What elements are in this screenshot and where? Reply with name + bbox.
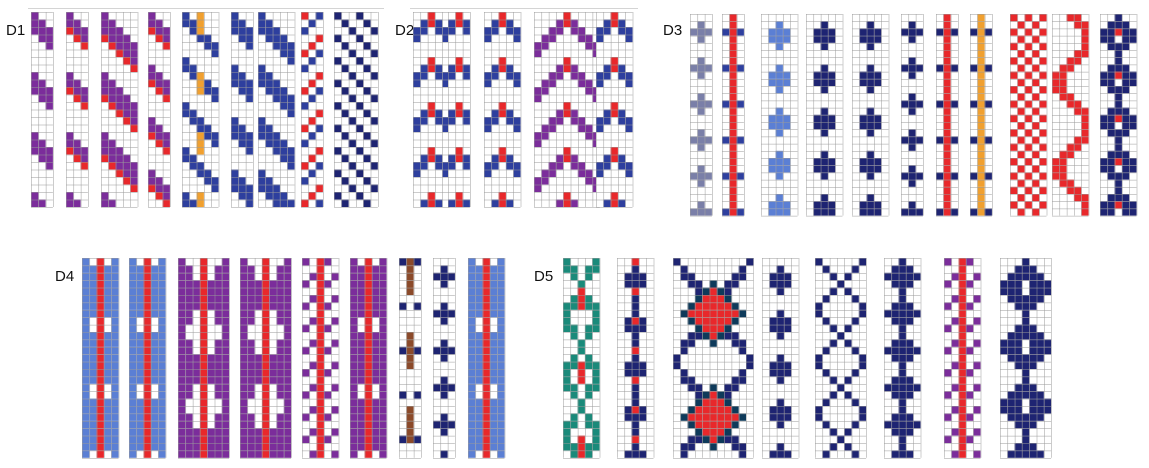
d1-pattern-7 <box>258 12 296 208</box>
group-label: D2 <box>395 22 414 39</box>
d3-pattern-4 <box>806 14 844 217</box>
top-rule <box>28 8 384 9</box>
d5-pattern-6 <box>884 258 922 459</box>
d3-pattern-3 <box>761 14 799 217</box>
d4-pattern-9 <box>468 258 506 459</box>
d5-pattern-3 <box>673 258 754 459</box>
d3-pattern-5 <box>852 14 890 217</box>
group-label: D3 <box>663 22 682 39</box>
d3-pattern-6 <box>901 14 924 217</box>
d3-pattern-8 <box>970 14 993 217</box>
d5-pattern-8 <box>1000 258 1052 459</box>
d4-pattern-3 <box>178 258 230 459</box>
group-label: D1 <box>6 22 25 39</box>
group-label: D4 <box>55 268 74 285</box>
d5-pattern-5 <box>815 258 867 459</box>
d5-pattern-7 <box>944 258 982 459</box>
d4-pattern-5 <box>302 258 340 459</box>
d1-pattern-1 <box>31 12 54 208</box>
d5-pattern-4 <box>762 258 800 459</box>
d4-pattern-1 <box>82 258 120 459</box>
d2-pattern-4 <box>534 12 601 208</box>
d3-pattern-7 <box>936 14 959 217</box>
d4-pattern-2 <box>129 258 167 459</box>
d4-pattern-8 <box>433 258 456 459</box>
d1-pattern-2 <box>66 12 89 208</box>
group-label: D5 <box>534 268 553 285</box>
d3-pattern-2 <box>722 14 745 217</box>
d4-pattern-6 <box>350 258 388 459</box>
top-rule <box>410 8 638 9</box>
d5-pattern-2 <box>617 258 655 459</box>
d2-pattern-2 <box>448 12 471 208</box>
d3-pattern-11 <box>1100 14 1138 217</box>
d1-pattern-8 <box>301 12 324 208</box>
d1-pattern-6 <box>231 12 254 208</box>
d4-pattern-4 <box>240 258 292 459</box>
d1-pattern-4 <box>148 12 171 208</box>
d5-pattern-1 <box>563 258 601 459</box>
d2-pattern-1 <box>413 12 451 208</box>
d2-pattern-5 <box>596 12 634 208</box>
d3-pattern-9 <box>1010 14 1048 217</box>
d1-pattern-5 <box>182 12 220 208</box>
d4-pattern-7 <box>399 258 422 459</box>
d1-pattern-9 <box>334 12 379 208</box>
d1-pattern-3 <box>101 12 139 208</box>
d3-pattern-10 <box>1052 14 1090 217</box>
d3-pattern-1 <box>690 14 713 217</box>
d2-pattern-3 <box>484 12 522 208</box>
